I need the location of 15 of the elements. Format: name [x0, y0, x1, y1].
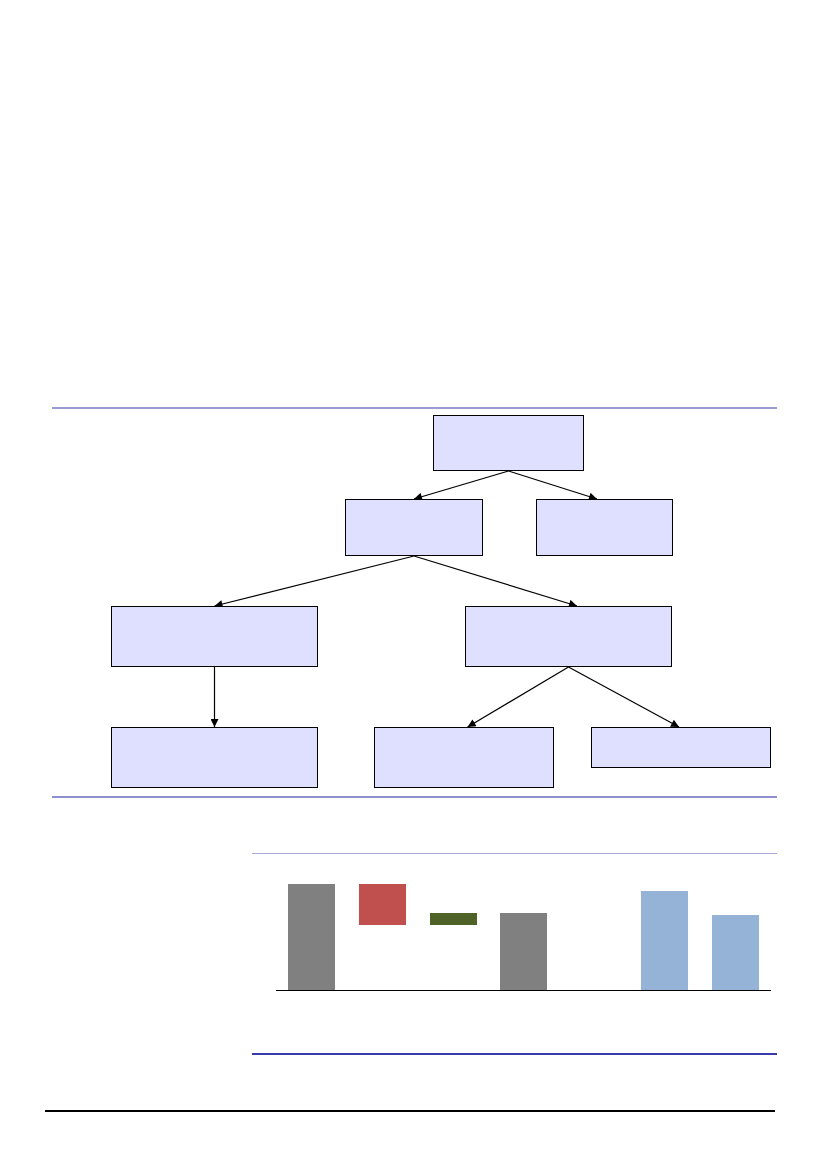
flow-box: [374, 727, 554, 788]
flow-box: [536, 499, 673, 556]
flow-box: [345, 499, 483, 556]
flow-box: [591, 727, 771, 768]
flow-box: [433, 415, 584, 471]
arrow: [413, 470, 510, 501]
flow-box: [111, 727, 318, 788]
flow-box: [111, 606, 318, 667]
arrow: [467, 666, 570, 728]
arrow: [413, 555, 578, 608]
arrow: [213, 555, 415, 608]
flow-box: [465, 606, 672, 667]
arrow: [210, 666, 219, 728]
arrow: [507, 470, 598, 501]
arrow: [567, 666, 680, 728]
